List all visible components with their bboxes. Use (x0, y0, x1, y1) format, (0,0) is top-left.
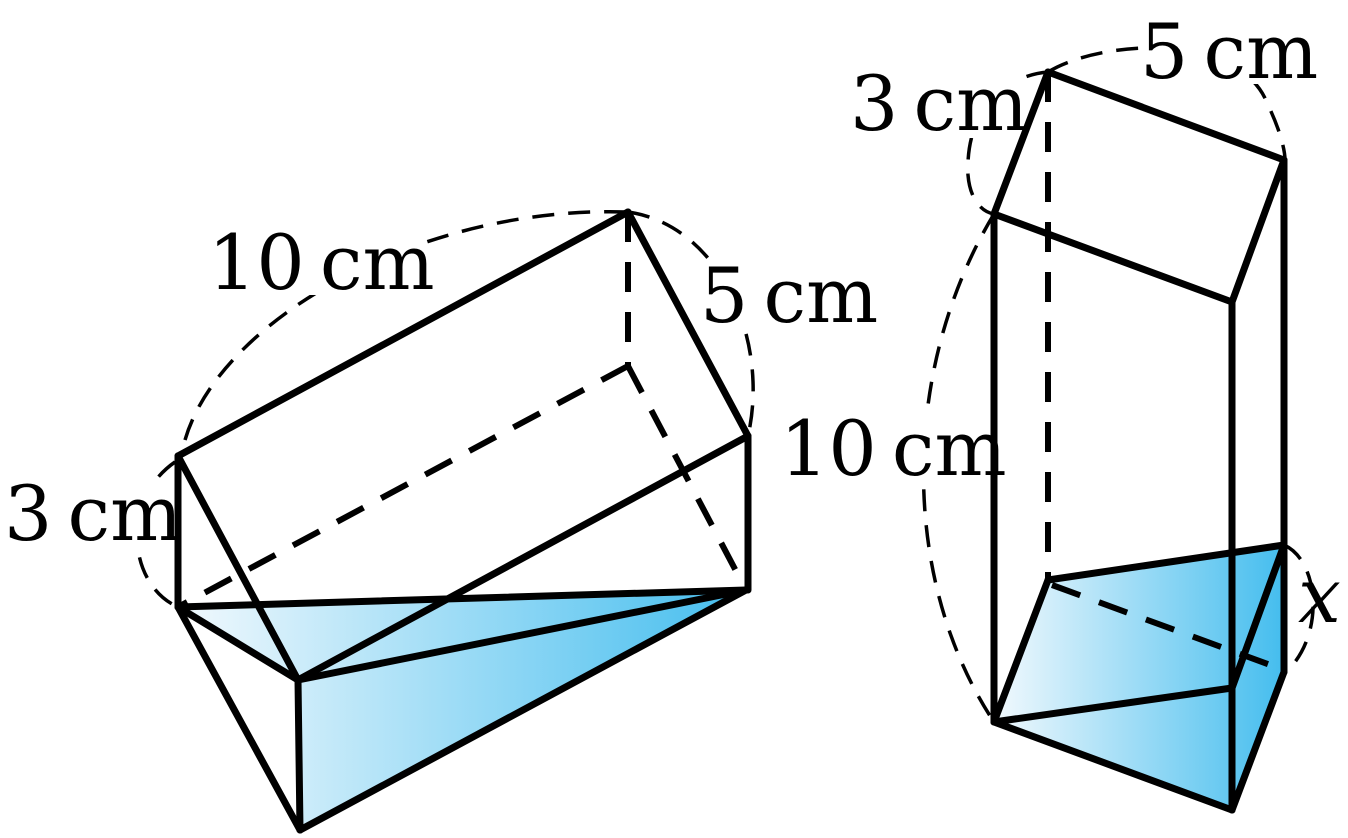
left-edge (294, 676, 304, 834)
right-edge (1228, 668, 1288, 814)
right-edge (990, 68, 1052, 218)
left-edge (624, 208, 752, 440)
left-edge (174, 208, 632, 460)
left-label-short: 5 cm (700, 251, 878, 340)
right-edge (1044, 68, 1288, 164)
label-backing (778, 415, 990, 483)
left-edge (296, 586, 750, 834)
right-edge (990, 684, 1236, 726)
left-hidden-edge (625, 364, 749, 592)
right-edge (1044, 541, 1288, 584)
right-edge (1228, 156, 1288, 306)
right-label-height: 3 cm (850, 59, 1028, 148)
right-arc-height (966, 70, 1049, 216)
right-label-long: 10 cm (780, 404, 1007, 493)
label-backing (2, 478, 170, 548)
left-edge (174, 603, 304, 834)
left-edge (174, 586, 750, 611)
right-edge (990, 576, 1052, 726)
label-backing (848, 70, 1018, 138)
left-prism: 10 cm 5 cm 3 cm (2, 208, 878, 834)
left-edge (174, 603, 302, 684)
right-label-depth: x (1298, 551, 1341, 640)
right-label-short: 5 cm (1140, 7, 1318, 96)
right-edge (1228, 541, 1288, 692)
left-hidden-edge (176, 363, 630, 610)
right-edge (990, 718, 1236, 814)
label-backing (1140, 18, 1308, 84)
left-edge (174, 452, 302, 684)
left-label-long: 10 cm (208, 218, 435, 307)
left-water-fill (178, 590, 746, 830)
left-label-height: 3 cm (4, 469, 182, 558)
right-water-fill (994, 545, 1284, 810)
left-edge (294, 432, 752, 684)
right-prism: 3 cm 5 cm 10 cm x (778, 7, 1341, 814)
right-arc-depth (1283, 543, 1315, 670)
right-edge (990, 210, 1236, 306)
label-backing (205, 225, 417, 295)
label-backing (700, 262, 865, 332)
left-edge (294, 586, 750, 684)
